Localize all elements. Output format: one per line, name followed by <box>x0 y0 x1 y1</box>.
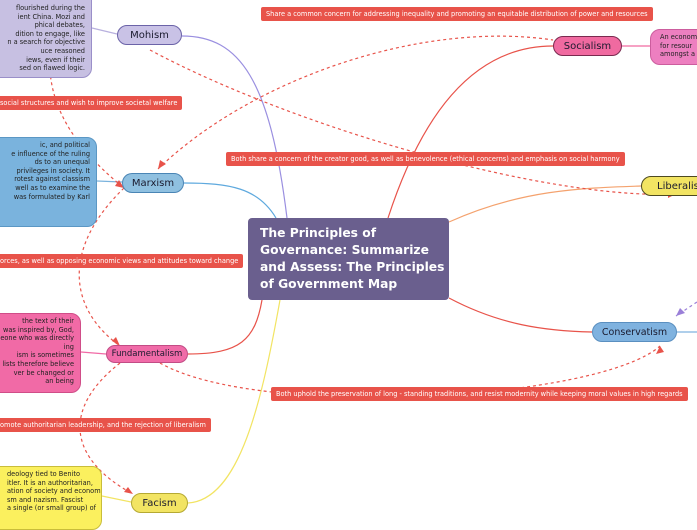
relationship-fundamentalism-conservatism[interactable]: Both uphold the preservation of long - s… <box>271 387 688 401</box>
connector-facism <box>187 299 281 504</box>
connector-fundamentalism-note <box>80 351 107 355</box>
topic-facism[interactable]: Facism <box>131 493 188 513</box>
branch-connectors <box>80 27 697 504</box>
mohism-note-line: ient China. Mozi and <box>17 12 85 21</box>
central-title-line: of Government Map <box>260 277 398 291</box>
relationship-marxism-fundamentalism[interactable]: orces, as well as opposing economic view… <box>0 254 244 268</box>
topic-liberalism[interactable]: Liberalism <box>641 176 697 196</box>
topic-socialism[interactable]: Socialism <box>553 36 622 56</box>
fundamentalism-note-line: ing <box>63 342 74 351</box>
fundamentalism-note-line: was inspired by, God, <box>2 325 74 334</box>
fundamentalism-note-line: eone who was directly <box>0 334 74 343</box>
socialism-note-line: amongst a <box>660 50 696 59</box>
fundamentalism-note-line: the text of their <box>22 317 74 325</box>
mohism-note-line: flourished during the <box>15 4 85 12</box>
arrowhead-offscreen <box>676 308 685 316</box>
connector-liberalism <box>448 185 642 223</box>
topic-conservatism[interactable]: Conservatism <box>592 322 677 342</box>
mohism-note-line: dition to engage, like <box>15 29 85 38</box>
facism-note-line: ation of society and economy, <box>7 487 102 496</box>
arrowhead-fundamentalism-facism <box>124 487 133 494</box>
relationship-socialism-mohism[interactable]: Share a common concern for addressing in… <box>261 7 653 21</box>
marxism-note-line: privileges in society. It <box>16 166 90 175</box>
topic-mohism[interactable]: Mohism <box>117 25 182 45</box>
socialism-note-line: An econom <box>660 33 697 41</box>
arrowhead-marxism-fundamentalism <box>112 337 120 346</box>
marxism-note-line: rotest against classism <box>14 175 90 184</box>
marxism-note-line: ds to an unequal <box>34 158 90 167</box>
topic-marxism[interactable]: Marxism <box>122 173 184 193</box>
connector-conservatism <box>448 297 593 333</box>
mohism-note-line: iews, even if their <box>26 55 85 64</box>
central-topic[interactable]: The Principles of Governance: Summarize … <box>248 218 449 300</box>
relation-line-mohism-marxism <box>49 0 125 189</box>
mohism-note-line: phical debates, <box>34 21 85 30</box>
relationship-mohism-marxism[interactable]: social structures and wish to improve so… <box>0 96 183 110</box>
arrowhead-mohism-marxism <box>115 180 124 188</box>
fundamentalism-note-line: ver be changed or <box>13 368 74 377</box>
relation-line-mohism-liberalism <box>149 49 677 195</box>
marxism-note-line: was formulated by Karl <box>13 192 90 201</box>
relationship-fundamentalism-facism[interactable]: omote authoritarian leadership, and the … <box>0 418 211 432</box>
connector-marxism <box>183 182 277 219</box>
connector-facism-note <box>101 495 132 503</box>
central-title-line: and Assess: The Principles <box>260 260 445 274</box>
connector-mohism-note <box>91 27 118 35</box>
marxism-note-line: ic, and political <box>40 141 90 149</box>
relationship-mohism-liberalism[interactable]: Both share a concern of the creator good… <box>226 152 625 166</box>
arrowhead-socialism-mohism <box>158 160 166 169</box>
facism-note-line: deology tied to Benito <box>7 470 81 478</box>
marxism-note-line: well as to examine the <box>15 183 90 192</box>
facism-note-line: sm and nazism. Fascist <box>7 495 84 504</box>
relationship-arrowheads <box>112 160 676 494</box>
socialism-note-line: for resour <box>660 41 693 50</box>
central-title-line: Governance: Summarize <box>260 243 429 257</box>
facism-note-line: itler. It is an authoritarian, <box>7 478 93 487</box>
relation-line-fundamentalism-facism <box>79 362 134 495</box>
facism-note-line: a single (or small group) of <box>7 504 96 513</box>
fundamentalism-note-line: an being <box>45 377 74 386</box>
topic-fundamentalism[interactable]: Fundamentalism <box>106 345 188 363</box>
marxism-note-line: e influence of the ruling <box>11 149 90 158</box>
relation-line-socialism-mohism <box>157 35 554 170</box>
central-title-line: The Principles of <box>260 226 377 240</box>
mohism-note-line: n a search for objective <box>7 38 85 47</box>
mohism-note-line: uce reasoned <box>40 46 85 55</box>
arrowhead-fundamentalism-conservatism <box>656 346 664 354</box>
fundamentalism-note-line: lists therefore believe <box>2 359 74 368</box>
relation-line-offscreen <box>675 301 697 317</box>
fundamentalism-note-line: ism is sometimes <box>16 351 74 360</box>
relation-line-marxism-fundamentalism <box>78 187 125 347</box>
connector-fundamentalism <box>187 299 263 355</box>
mohism-note-line: sed on flawed logic. <box>19 64 85 73</box>
connector-socialism <box>387 45 554 219</box>
relationship-lines <box>49 0 677 495</box>
connector-mohism <box>181 35 288 219</box>
